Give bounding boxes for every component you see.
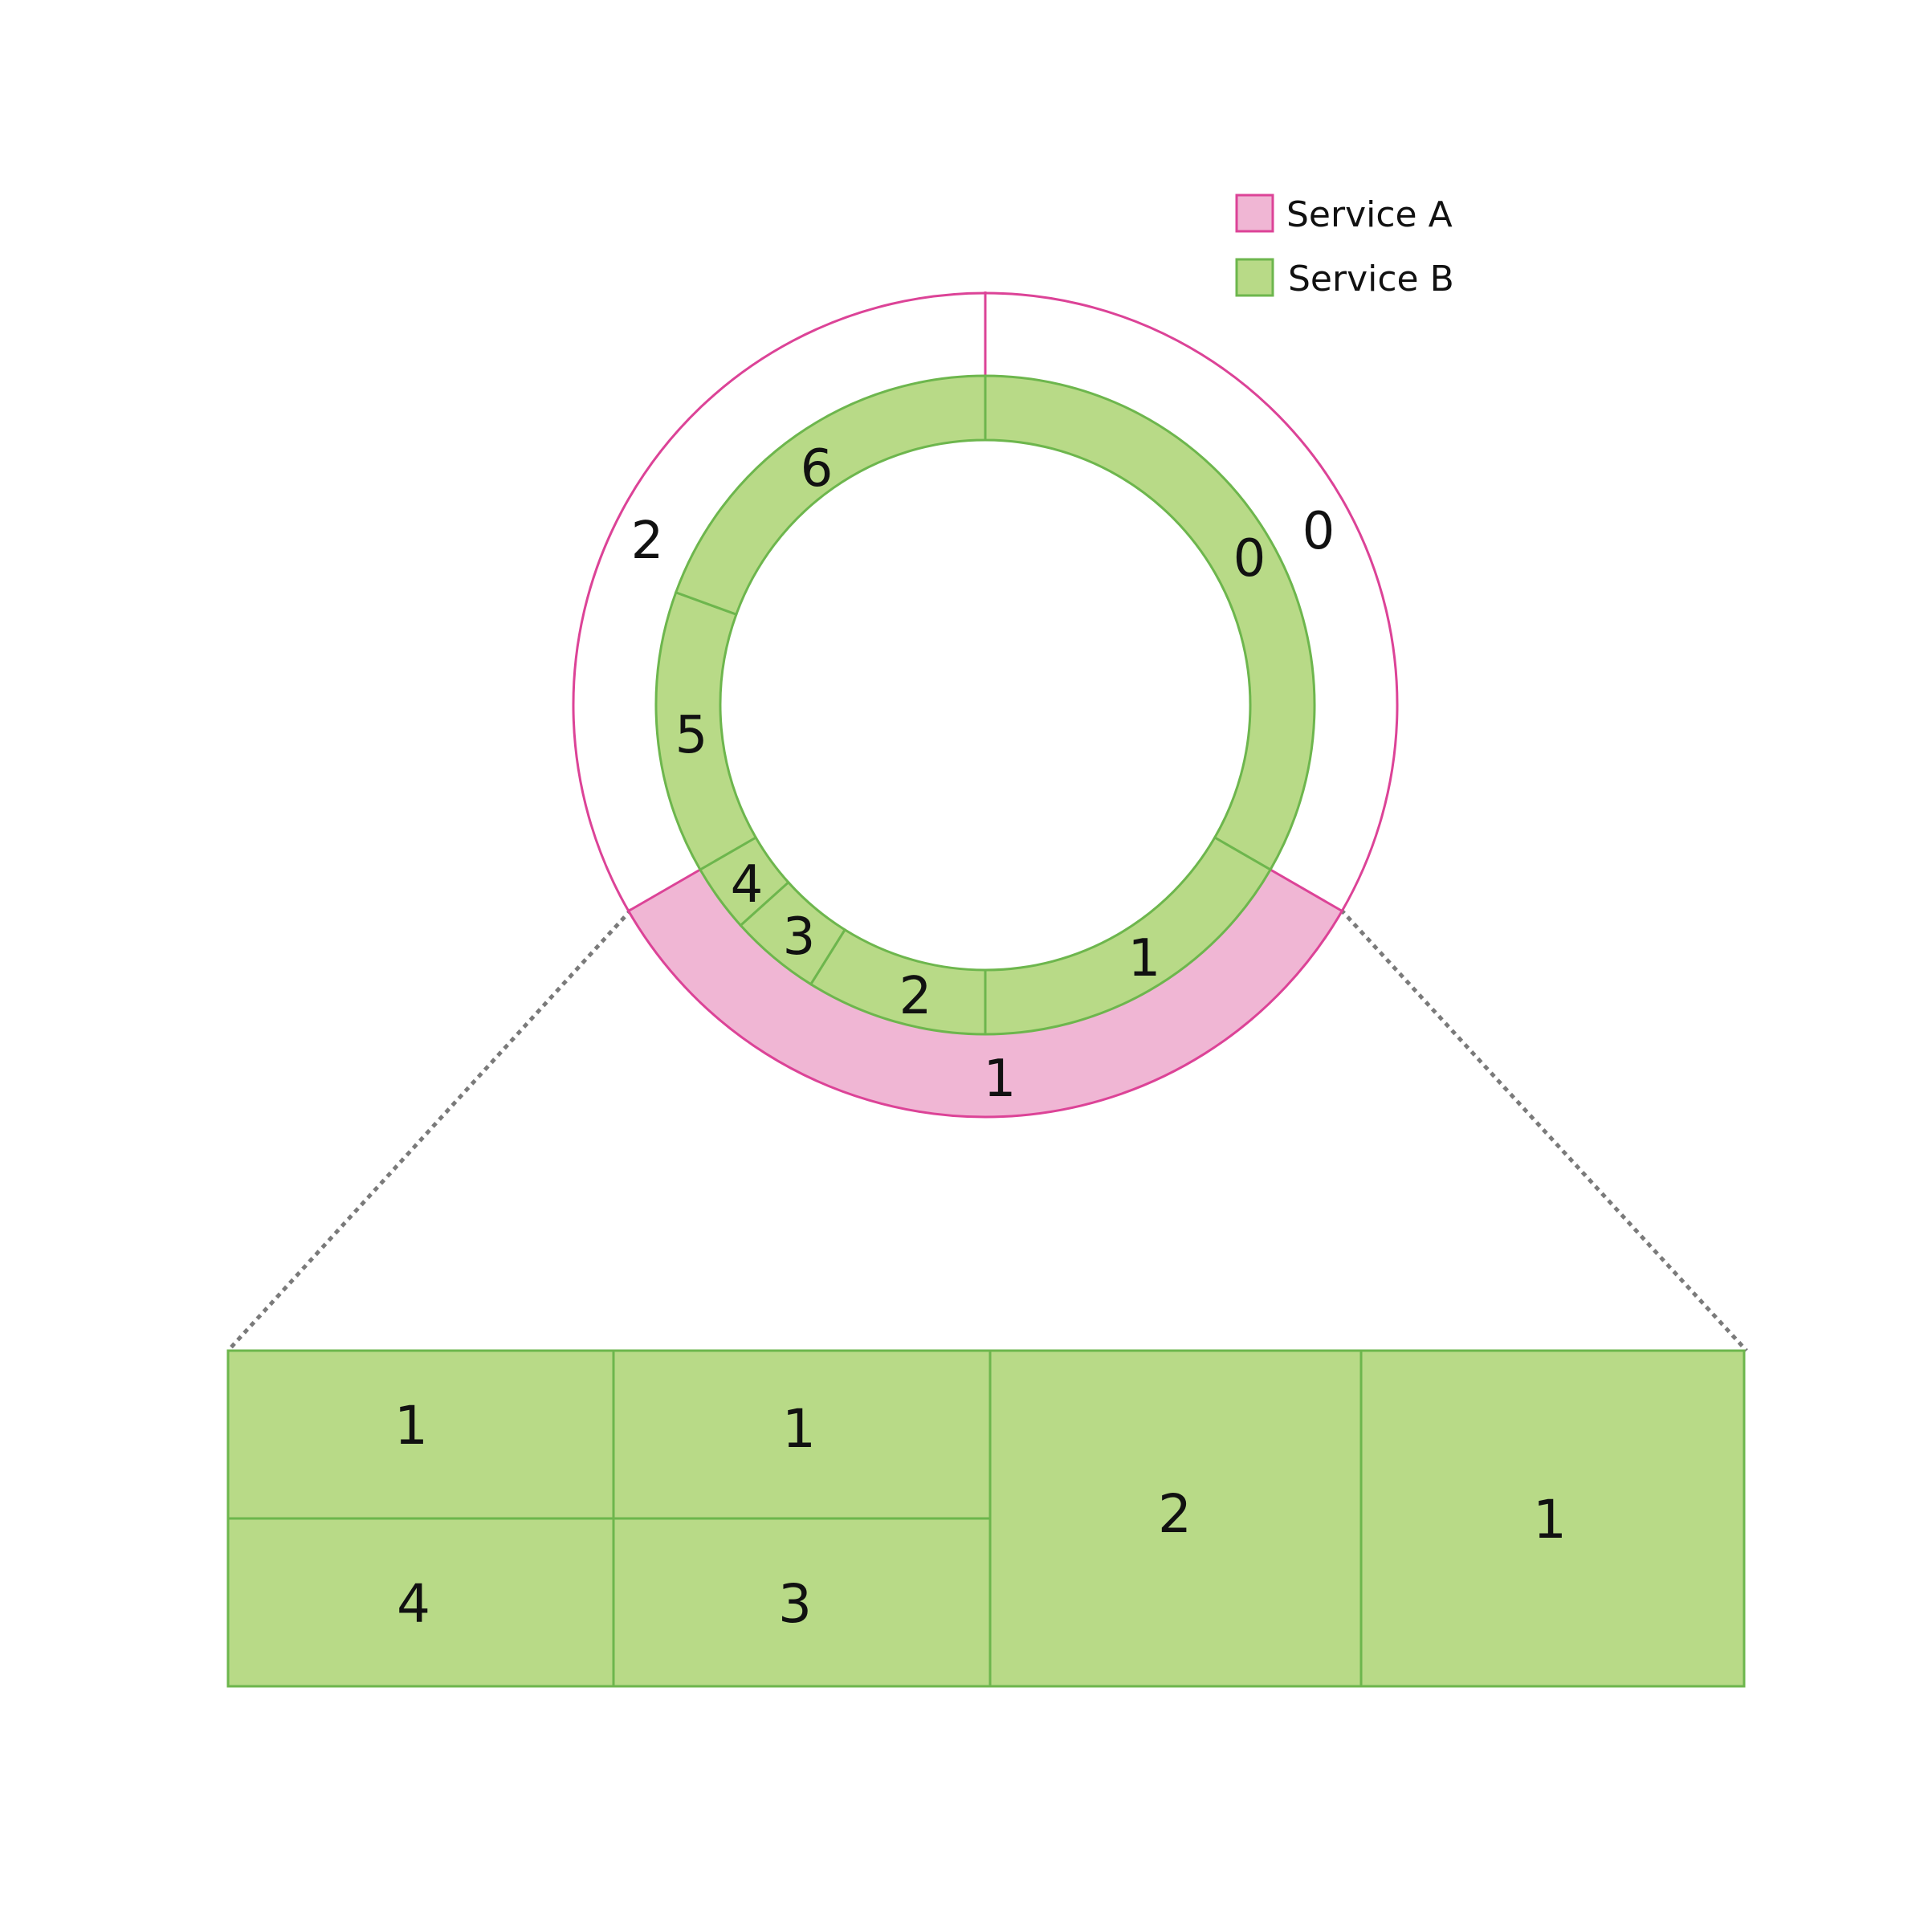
inner-segment-label-2: 2 [899, 967, 932, 1026]
outer-segment-label-2: 2 [631, 512, 664, 571]
outer-segment-label-0: 0 [1302, 502, 1335, 561]
inner-segment-label-1: 1 [1128, 929, 1161, 988]
inner-segment-label-5: 5 [675, 706, 708, 765]
inner-ring-service-b [654, 374, 1316, 1036]
zoom-line-left [226, 908, 633, 1352]
zoom-cell-bottom-middle: 3 [778, 1573, 812, 1635]
legend-swatch-service-b [1235, 258, 1274, 297]
legend: Service A Service B [1235, 194, 1454, 300]
outer-segment-label-1: 1 [984, 1050, 1017, 1109]
inner-segment-label-3: 3 [783, 907, 816, 967]
zoom-cell-top-left: 1 [394, 1395, 428, 1457]
inner-segment-label-4: 4 [731, 855, 764, 915]
legend-label-service-b: Service B [1288, 259, 1454, 300]
legend-label-service-a: Service A [1286, 194, 1453, 235]
ring-labels: 0 1 2 0 1 2 3 4 5 6 [631, 439, 1335, 1109]
zoom-line-right [1339, 908, 1748, 1352]
inner-segment-label-6: 6 [801, 439, 834, 499]
inner-segment-label-0: 0 [1233, 529, 1266, 589]
zoom-cell-top-middle: 1 [782, 1398, 816, 1460]
inner-ring-segment-0 [984, 374, 1316, 872]
zoom-table: 1 4 1 3 2 1 [226, 1349, 1746, 1688]
zoom-cell-right-middle: 2 [1158, 1483, 1192, 1545]
zoom-cell-right: 1 [1533, 1489, 1567, 1551]
legend-swatch-service-a [1235, 194, 1274, 233]
zoom-cell-bottom-left: 4 [397, 1573, 430, 1635]
zoom-connector [226, 908, 1748, 1352]
inner-ring-segment-6 [674, 374, 987, 617]
